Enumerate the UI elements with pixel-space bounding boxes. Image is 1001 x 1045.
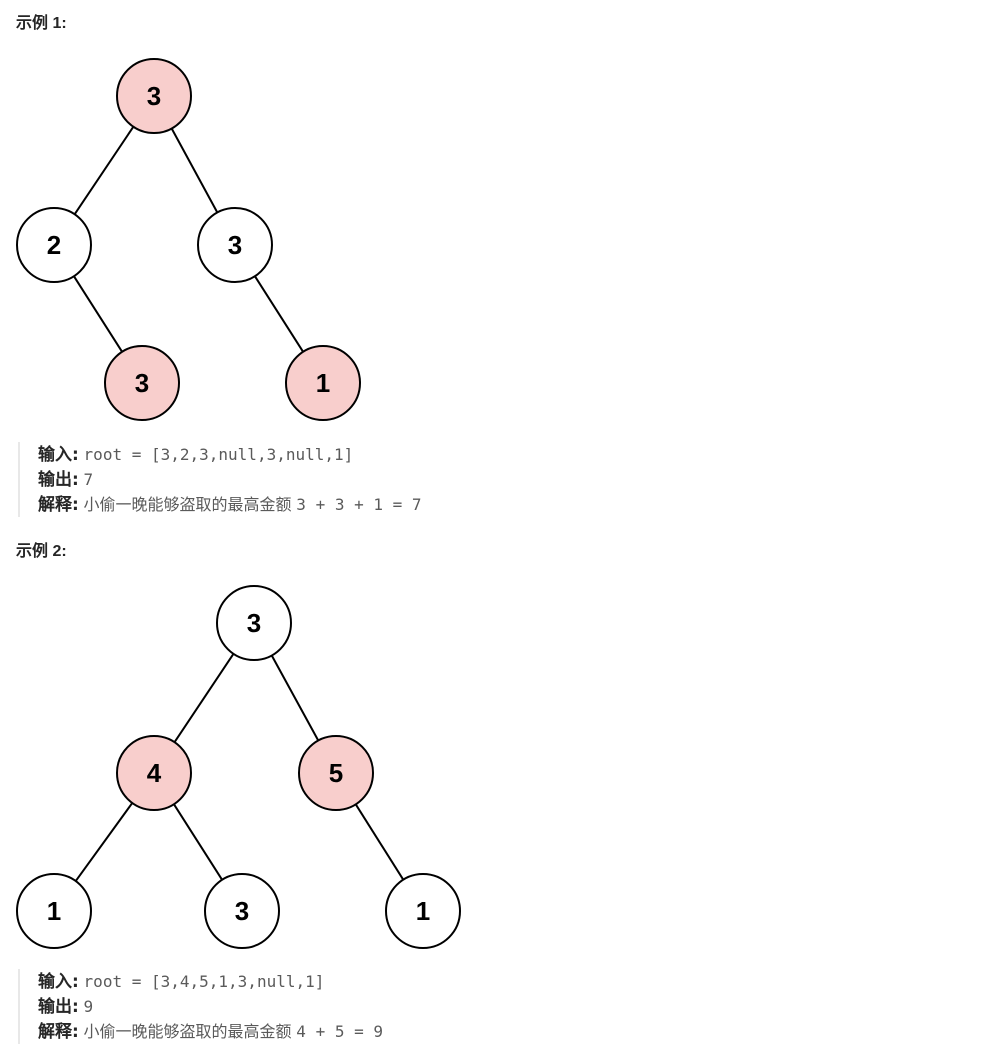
tree-node-robbed: 1 [285,345,361,421]
node-value: 1 [316,368,330,398]
input-label: 输入: [38,972,79,992]
example-1-output-row: 输出: 7 [38,467,998,492]
tree-node: 2 [16,207,92,283]
node-value: 3 [147,81,161,111]
explain-label: 解释: [38,495,79,515]
node-circle [216,585,292,661]
example-2-explain-row: 解释: 小偷一晚能够盗取的最高金额 4 + 5 = 9 [38,1019,998,1044]
example-1-explain-row: 解释: 小偷一晚能够盗取的最高金额 3 + 3 + 1 = 7 [38,492,998,517]
explain-text: 小偷一晚能够盗取的最高金额 [83,495,292,514]
node-circle [116,735,192,811]
example-1-tree-diagram: 3 2 3 3 1 [16,58,361,421]
tree-edge [73,275,123,353]
example-2-heading: 示例 2: [16,543,67,560]
input-label: 输入: [38,445,79,465]
tree-node-robbed: 5 [298,735,374,811]
node-circle [197,207,273,283]
example-1-input-row: 输入: root = [3,2,3,null,3,null,1] [38,442,998,467]
node-value: 1 [47,896,61,926]
example-2-io-block: 输入: root = [3,4,5,1,3,null,1] 输出: 9 解释: … [18,969,998,1044]
output-label: 输出: [38,997,79,1017]
node-circle [204,873,280,949]
node-circle [385,873,461,949]
node-value: 4 [147,758,162,788]
output-label: 输出: [38,470,79,490]
tree-edge [73,126,135,215]
input-value: root = [3,2,3,null,3,null,1] [83,445,354,464]
tree-edge [170,128,219,213]
node-value: 3 [135,368,149,398]
tree-edge [254,275,304,353]
explain-label: 解释: [38,1022,79,1042]
example-1-io-block: 输入: root = [3,2,3,null,3,null,1] 输出: 7 解… [18,442,998,517]
explain-formula: 3 + 3 + 1 = 7 [296,495,422,514]
node-circle [298,735,374,811]
example-2-input-row: 输入: root = [3,4,5,1,3,null,1] [38,969,998,994]
explain-text: 小偷一晚能够盗取的最高金额 [83,1022,292,1041]
output-value: 7 [83,470,94,489]
tree-node: 3 [204,873,280,949]
tree-node: 1 [16,873,92,949]
node-circle [16,873,92,949]
example-2-output-row: 输出: 9 [38,994,998,1019]
example-1-heading: 示例 1: [16,15,67,32]
node-value: 2 [47,230,61,260]
tree-node: 3 [197,207,273,283]
node-circle [104,345,180,421]
output-value: 9 [83,997,94,1016]
node-circle [285,345,361,421]
tree-edge [173,803,223,881]
tree-edge [270,654,320,742]
input-value: root = [3,4,5,1,3,null,1] [83,972,325,991]
tree-node: 1 [385,873,461,949]
node-value: 3 [235,896,249,926]
tree-node-robbed: 3 [116,58,192,134]
tree-edge [173,653,235,743]
node-value: 1 [416,896,430,926]
explain-formula: 4 + 5 = 9 [296,1022,383,1041]
node-value: 3 [247,608,261,638]
tree-edge [354,803,405,881]
node-value: 5 [329,758,343,788]
example-2-tree-diagram: 3 4 5 1 3 1 [16,585,461,949]
node-circle [116,58,192,134]
tree-node-robbed: 3 [104,345,180,421]
tree-edge [74,802,134,882]
node-value: 3 [228,230,242,260]
tree-node-robbed: 4 [116,735,192,811]
tree-node: 3 [216,585,292,661]
node-circle [16,207,92,283]
